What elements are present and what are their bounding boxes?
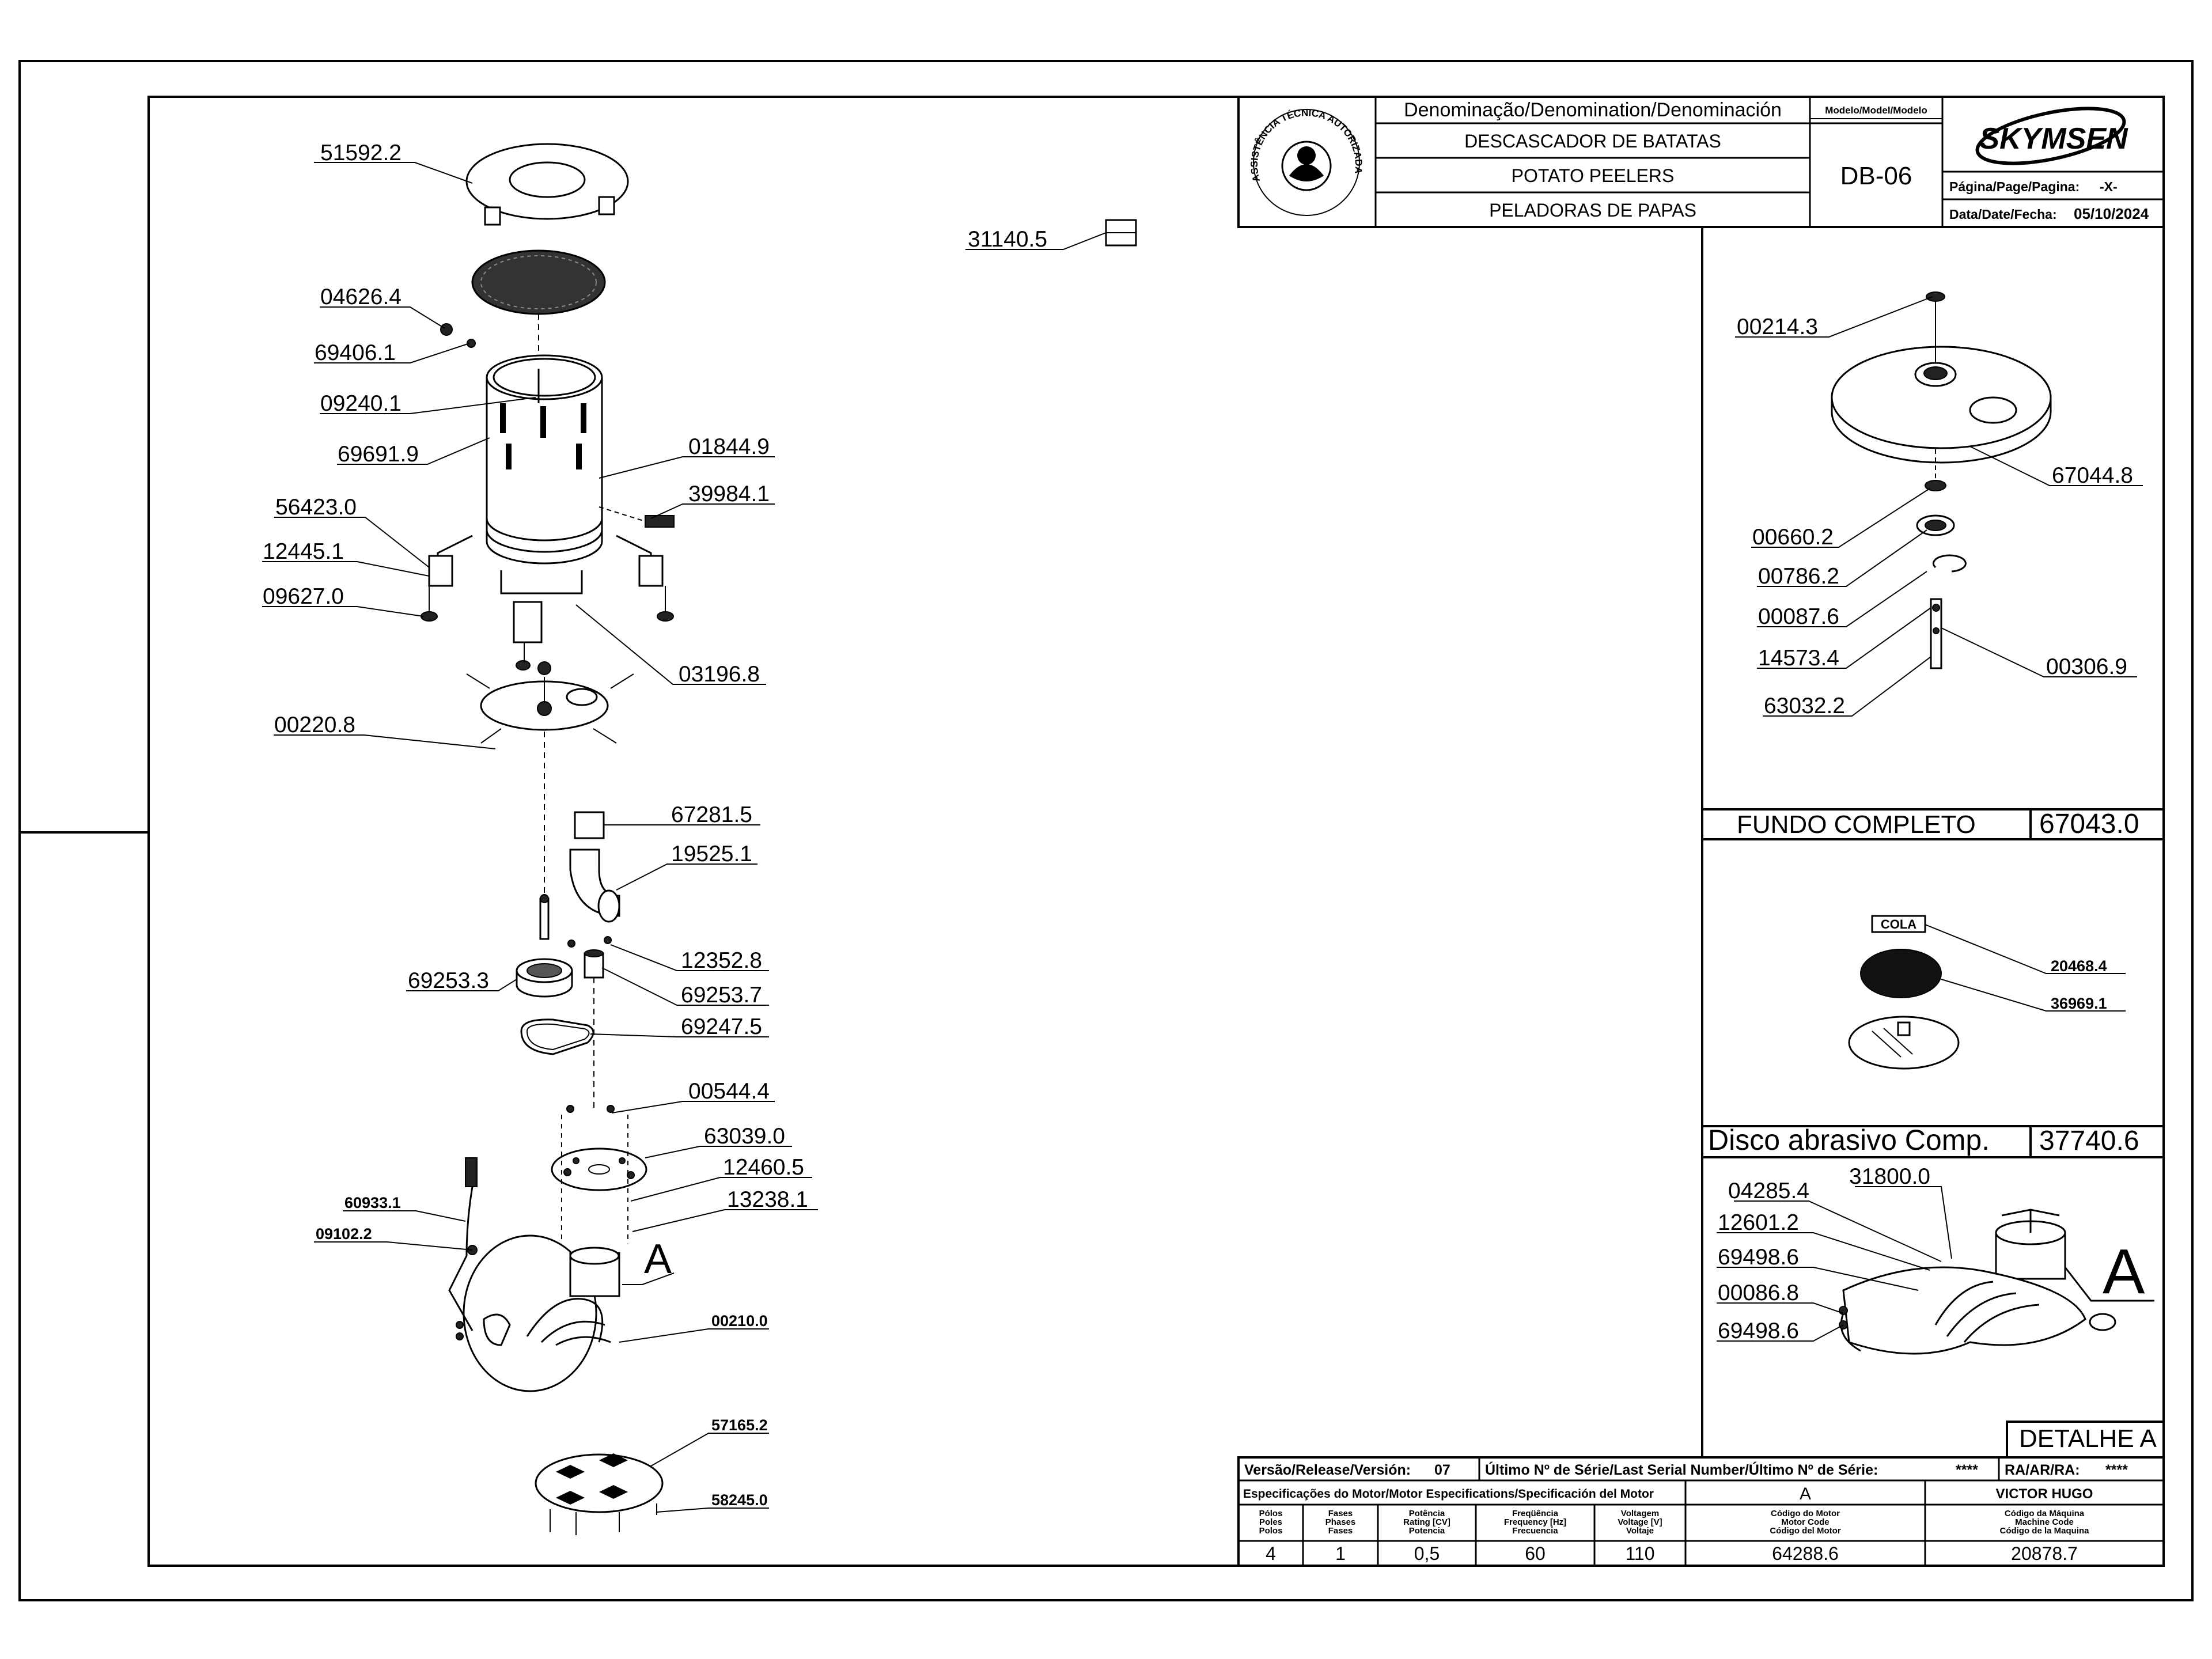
part-label: 04626.4 (320, 285, 402, 309)
fundo-part-label: 67044.8 (2052, 463, 2133, 488)
value-rating: 0,5 (1414, 1543, 1440, 1564)
part-label: 00544.4 (688, 1079, 770, 1104)
detalhe-part-label: 31800.0 (1849, 1164, 1930, 1189)
serial-label: Último Nº de Série/Last Serial Number/Úl… (1485, 1461, 1878, 1478)
part-label: 00220.8 (274, 713, 355, 737)
detalhe-part-label: 04285.4 (1728, 1179, 1809, 1203)
part-label: 13238.1 (727, 1187, 808, 1212)
part-label: 67281.5 (671, 802, 752, 827)
fundo-title: FUNDO COMPLETO (1737, 810, 1976, 839)
part-label: 60933.1 (344, 1194, 401, 1211)
title-block: ASSISTÊNCIA TÉCNICA AUTORIZADA Denominaç… (1237, 96, 2165, 228)
page-label: Página/Page/Pagina: (1949, 179, 2080, 194)
author: VICTOR HUGO (1996, 1486, 2093, 1502)
part-label: 58245.0 (711, 1491, 768, 1509)
part-label: 56423.0 (275, 495, 357, 520)
page-value: -X- (2100, 179, 2118, 194)
outer-frame (18, 60, 2194, 1601)
name-es: PELADORAS DE PAPAS (1489, 200, 1696, 221)
detalhe-part-label: 12601.2 (1718, 1210, 1799, 1235)
part-label: 00210.0 (711, 1312, 768, 1330)
motor-spec-label: Especificações do Motor/Motor Especifica… (1243, 1487, 1654, 1501)
denomination-header: Denominação/Denomination/Denominación (1404, 99, 1782, 121)
fundo-code: 67043.0 (2039, 809, 2139, 839)
version-value: 07 (1434, 1462, 1450, 1478)
part-label: 12445.1 (263, 539, 344, 564)
part-label: 69253.3 (408, 968, 489, 993)
detalhe-letter: A (2103, 1236, 2145, 1307)
part-label: 69253.7 (681, 983, 762, 1007)
fundo-part-label: 63032.2 (1764, 694, 1845, 718)
ra-value: **** (2105, 1462, 2128, 1478)
date-value: 05/10/2024 (2074, 205, 2149, 222)
model-value: DB-06 (1840, 162, 1912, 190)
fundo-part-label: 00214.3 (1737, 315, 1818, 339)
value-poles: 4 (1266, 1543, 1276, 1564)
value-frequency: 60 (1525, 1543, 1546, 1564)
part-label: 51592.2 (320, 141, 402, 165)
serial-value: **** (1956, 1462, 1978, 1478)
main-part-labels: 51592.2 31140.5 04626.4 69406.1 09240.1 … (263, 141, 1047, 1509)
disco-part-label: 20468.4 (2051, 957, 2107, 975)
fundo-part-label: 00786.2 (1758, 564, 1839, 589)
part-label: 03196.8 (679, 662, 760, 687)
motor-spec-value: A (1800, 1484, 1811, 1503)
main-assembly (421, 143, 1137, 1535)
disco-part-label: 36969.1 (2051, 995, 2107, 1012)
fundo-part-label: 14573.4 (1758, 646, 1839, 671)
disco-abrasivo-panel: COLA 20468.4 36969.1 Disco abrasivo Comp… (1708, 915, 2139, 1156)
part-label: 09102.2 (316, 1225, 372, 1243)
fundo-part-label: 00306.9 (2046, 654, 2127, 679)
value-motor-code: 64288.6 (1772, 1543, 1839, 1564)
name-en: POTATO PEELERS (1512, 165, 1675, 186)
value-voltage: 110 (1625, 1543, 1654, 1564)
fundo-part-label: 00660.2 (1752, 525, 1834, 550)
svg-text:SKYMSEN: SKYMSEN (1979, 122, 2128, 156)
detail-ref-a: A (644, 1236, 672, 1282)
part-label: 09627.0 (263, 584, 344, 609)
part-label: 69406.1 (315, 340, 396, 365)
detalhe-part-label: 69498.6 (1718, 1319, 1799, 1343)
motor-spec-block: Versão/Release/Versión: 07 Último Nº de … (1237, 1456, 2165, 1567)
disco-code: 37740.6 (2039, 1126, 2139, 1156)
detalhe-part-label: 00086.8 (1718, 1281, 1799, 1305)
part-label: 12460.5 (723, 1155, 804, 1180)
fundo-part-label: 00087.6 (1758, 604, 1839, 629)
part-label: 31140.5 (968, 227, 1047, 252)
part-label: 39984.1 (688, 482, 770, 506)
part-label: 57165.2 (711, 1416, 768, 1434)
part-label: 63039.0 (704, 1124, 785, 1149)
value-phases: 1 (1335, 1543, 1346, 1564)
part-label: 01844.9 (688, 434, 770, 459)
part-label: 09240.1 (320, 391, 402, 416)
version-label: Versão/Release/Versión: (1244, 1462, 1411, 1478)
model-header: Modelo/Model/Modelo (1825, 105, 1927, 116)
ra-label: RA/AR/RA: (2005, 1462, 2080, 1478)
value-machine-code: 20878.7 (2011, 1543, 2078, 1564)
part-label: 12352.8 (681, 948, 762, 973)
part-label: 19525.1 (671, 842, 752, 866)
part-label: 69247.5 (681, 1014, 762, 1039)
date-label: Data/Date/Fecha: (1949, 207, 2057, 222)
part-label: 69691.9 (338, 442, 419, 467)
cola-tag: COLA (1881, 917, 1916, 931)
name-pt: DESCASCADOR DE BATATAS (1464, 131, 1721, 151)
main-leaders (262, 162, 1107, 1513)
detalhe-a-panel: 04285.4 31800.0 12601.2 69498.6 00086.8 … (1717, 1164, 2157, 1453)
detalhe-title: DETALHE A (2019, 1425, 2157, 1453)
disco-title: Disco abrasivo Comp. (1708, 1124, 1990, 1156)
skymsen-logo: SKYMSEN (1975, 107, 2128, 165)
fundo-completo-panel: 00214.3 67044.8 00660.2 00786.2 00087.6 … (1735, 291, 2143, 839)
detalhe-part-label: 69498.6 (1718, 1245, 1799, 1270)
authorized-service-seal: ASSISTÊNCIA TÉCNICA AUTORIZADA (1249, 107, 1364, 216)
